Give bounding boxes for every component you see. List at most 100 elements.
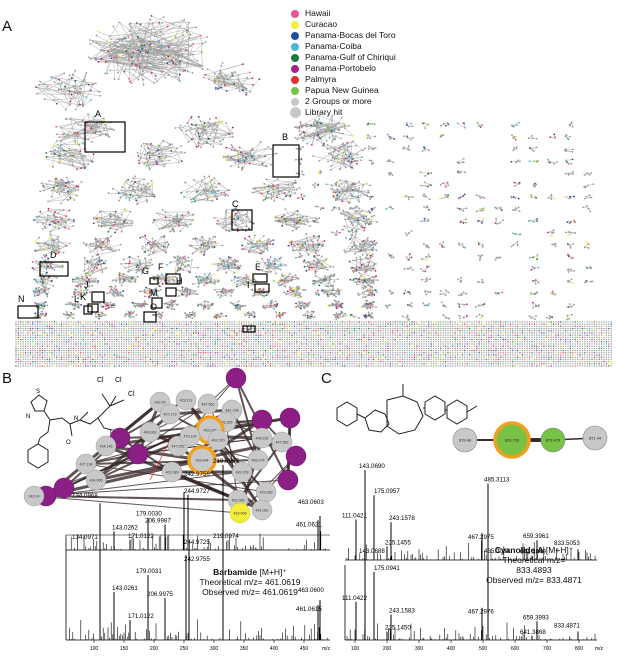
- highlight-box-f: [149, 277, 159, 285]
- network-cluster-small: [368, 241, 377, 249]
- network-node-label: 427.173: [164, 413, 177, 417]
- box-label-b: D: [50, 250, 57, 260]
- network-cluster-small: [366, 134, 377, 140]
- network-cluster-small: [385, 205, 394, 210]
- spectrum-b-upper-peak-label: 463.0603: [298, 499, 324, 506]
- network-cluster-small: [370, 279, 375, 285]
- x-tick-label: 350: [240, 646, 249, 652]
- network-cluster: [339, 206, 378, 233]
- network-cluster-small: [530, 194, 537, 199]
- highlight-box-p: [242, 325, 256, 333]
- network-cluster-small: [439, 241, 446, 249]
- x-tick-label: 300: [210, 646, 219, 652]
- network-node: [582, 425, 608, 451]
- network-cluster: [241, 234, 275, 255]
- network-cluster-small: [494, 206, 503, 211]
- network-cluster-small: [420, 181, 432, 188]
- box-label-e: K: [80, 292, 86, 302]
- network-cluster-small: [511, 206, 521, 212]
- network-cluster-small: [422, 242, 430, 249]
- network-cluster: [262, 299, 279, 310]
- highlight-box-o: [252, 273, 268, 283]
- network-cluster-small: [440, 301, 447, 308]
- network-cluster-small: [404, 230, 413, 237]
- network-node: [139, 421, 161, 443]
- network-cluster-small: [420, 217, 430, 223]
- network-node: [540, 427, 566, 453]
- barbamide-structure: [27, 393, 125, 469]
- network-cluster: [274, 208, 317, 232]
- network-cluster-small: [294, 133, 305, 141]
- box-label-d: L: [74, 294, 79, 304]
- x-tick-label: 400: [447, 646, 456, 652]
- spectrum-c-upper-peak-label: 641.3849: [520, 549, 546, 556]
- network-cluster: [62, 311, 75, 320]
- highlight-box-e: [87, 303, 99, 313]
- network-node: [75, 453, 97, 475]
- network-node: [95, 435, 117, 457]
- theoretical-mz-c: Theoretical m/z= 833.4893: [502, 555, 566, 575]
- network-node-label: 427.134: [80, 463, 93, 467]
- network-cluster: [124, 310, 138, 319]
- legend-swatch: [291, 42, 299, 51]
- adduct-b: [M+H]⁺: [259, 567, 287, 577]
- network-node: [187, 445, 217, 475]
- legend-item: Library hit: [290, 107, 396, 118]
- network-cluster-small: [312, 217, 321, 224]
- network-cluster: [295, 300, 311, 310]
- legend-swatch: [291, 20, 299, 29]
- observed-mz-b: Observed m/z= 461.0619: [202, 587, 298, 597]
- legend-item: Panama-Gulf of Chiriqui: [291, 52, 396, 63]
- network-node-label: 481.078: [236, 471, 249, 475]
- network-cluster: [353, 272, 379, 288]
- network-cluster: [32, 285, 51, 298]
- panel-label-c: C: [321, 370, 332, 387]
- network-cluster-small: [510, 159, 521, 164]
- network-cluster-small: [388, 172, 394, 176]
- x-tick-label: 500: [479, 646, 488, 652]
- network-node-label: 873.429: [546, 438, 561, 443]
- legend-item: Panama-Portobelo: [291, 63, 396, 74]
- network-cluster: [111, 271, 139, 287]
- observed-mz-c: Observed m/z= 833.4871: [486, 575, 582, 585]
- network-cluster-small: [582, 205, 591, 213]
- network-node-label: 447.582: [276, 441, 289, 445]
- network-cluster-small: [475, 313, 484, 320]
- x-tick-label: 300: [415, 646, 424, 652]
- network-cluster-small: [566, 313, 573, 321]
- network-cluster-small: [403, 289, 411, 295]
- network-cluster: [136, 139, 186, 171]
- spectrum-c-lower-peak-label: 833.4871: [554, 623, 580, 630]
- network-node: [251, 409, 273, 431]
- network-cluster: [302, 255, 335, 274]
- network-cluster: [65, 301, 83, 310]
- network-cluster-small: [295, 170, 305, 176]
- network-node-label: 447.052: [172, 445, 185, 449]
- spectrum-c-lower-peak-label: 225.1450: [385, 625, 411, 632]
- network-cluster-small: [367, 206, 376, 212]
- cyanolide-info: Cyanolide A [M+H]⁺ Theoretical m/z= 833.…: [484, 545, 584, 585]
- network-cluster-small: [405, 253, 413, 261]
- x-tick-label: 800: [575, 646, 584, 652]
- spectrum-b-lower-peak-label: 244.9725: [184, 539, 210, 546]
- network-node-label: 449.063: [144, 431, 157, 435]
- box-label-l: C: [232, 199, 239, 209]
- singleton-nodes: [15, 321, 612, 367]
- highlight-box-d: [83, 305, 93, 315]
- network-cluster-small: [566, 303, 575, 308]
- highlight-box-l: [231, 209, 253, 231]
- network-cluster-small: [530, 266, 540, 271]
- network-cluster: [107, 175, 156, 206]
- network-node-label: 463.068: [234, 512, 247, 516]
- x-tick-label: 700: [543, 646, 552, 652]
- spectrum-c-upper-peak-label: 225.1455: [385, 540, 411, 547]
- network-cluster-small: [297, 217, 302, 224]
- network-node-label: 432.09: [155, 401, 166, 405]
- network-cluster-small: [566, 243, 575, 249]
- network-cluster: [174, 115, 234, 149]
- network-cluster-small: [311, 243, 324, 249]
- x-tick-label: 200: [383, 646, 392, 652]
- network-cluster-small: [532, 279, 540, 285]
- network-cluster: [242, 310, 256, 319]
